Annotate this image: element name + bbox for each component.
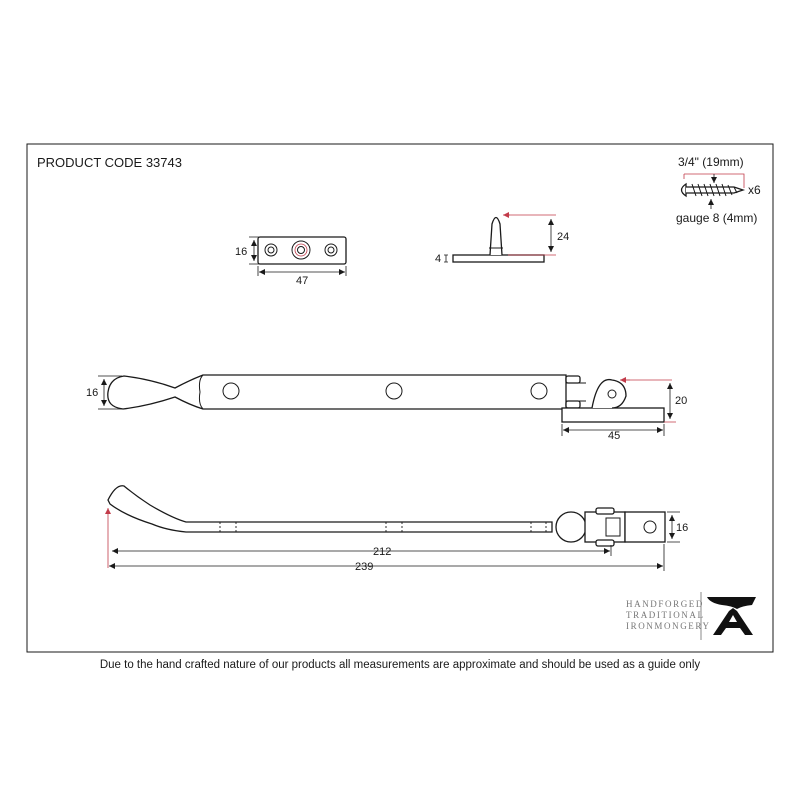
pin-base-height: 4: [435, 253, 441, 265]
screw-length-label: 3/4" (19mm): [678, 155, 744, 169]
brand-line-3: IRONMONGERY: [626, 621, 711, 631]
stay-handle-height: 16: [86, 387, 98, 399]
keep-plate-width: 47: [296, 275, 308, 287]
drawing-border: [26, 143, 774, 653]
keep-plate-height: 16: [235, 246, 247, 258]
stay-side-height: 16: [676, 522, 688, 534]
screw-gauge-label: gauge 8 (4mm): [676, 211, 757, 225]
disclaimer: Due to the hand crafted nature of our pr…: [100, 659, 701, 671]
product-code: PRODUCT CODE 33743: [37, 155, 182, 170]
brand-line-1: HANDFORGED: [626, 599, 704, 609]
stay-overall-length: 239: [355, 561, 373, 573]
screw-quantity: x6: [748, 183, 761, 197]
anvil-logo-icon: [707, 597, 756, 635]
stay-bracket-width: 45: [608, 430, 620, 442]
brand-line-2: TRADITIONAL: [626, 610, 705, 620]
stay-side-view: 16 212 239: [105, 485, 688, 573]
pin-height: 24: [557, 231, 569, 243]
stay-inner-length: 212: [373, 546, 391, 558]
screw-drawing: 3/4" (19mm) x6 gauge 8 (4mm): [676, 155, 761, 225]
stay-bracket-height: 20: [675, 395, 687, 407]
keep-plate-drawing: 16 47: [235, 236, 347, 287]
pin-drawing: 24 4: [435, 212, 569, 265]
brand-block: HANDFORGED TRADITIONAL IRONMONGERY: [626, 592, 756, 640]
stay-top-view: 16 20 45: [86, 374, 687, 442]
